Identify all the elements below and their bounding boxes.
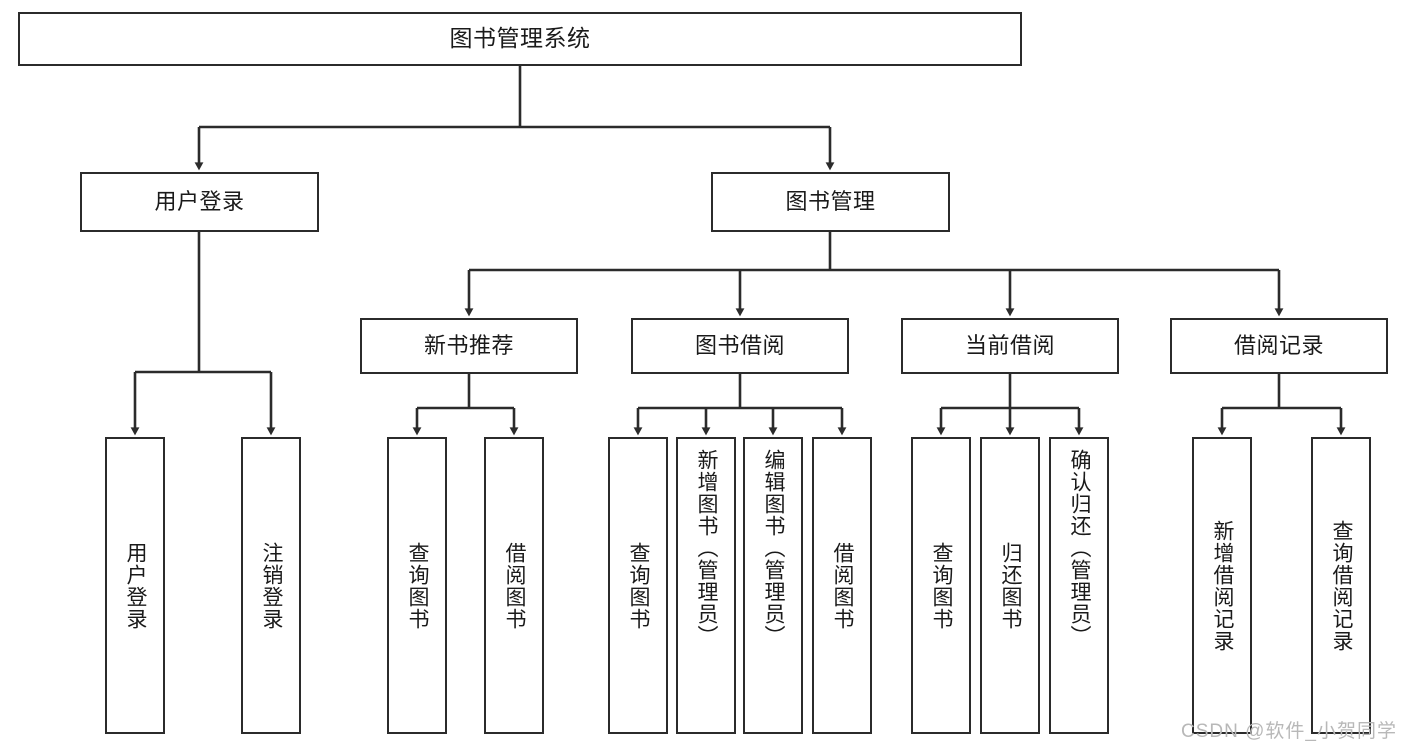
node-label: 注销登录 bbox=[260, 541, 284, 630]
leaf-new-book-query[interactable]: 查询图书 bbox=[387, 437, 447, 734]
node-label: 当前借阅 bbox=[964, 333, 1055, 359]
node-label: 借阅图书 bbox=[503, 541, 527, 630]
node-root-system[interactable]: 图书管理系统 bbox=[18, 12, 1022, 66]
node-label: 借阅记录 bbox=[1233, 333, 1324, 359]
node-book-management[interactable]: 图书管理 bbox=[711, 172, 950, 232]
leaf-borrow-borrow-book[interactable]: 借阅图书 bbox=[812, 437, 872, 734]
node-label: 新书推荐 bbox=[423, 333, 514, 359]
node-label: 新增借阅记录 bbox=[1211, 519, 1235, 652]
node-book-borrow[interactable]: 图书借阅 bbox=[631, 318, 849, 374]
node-label: 归还图书 bbox=[999, 541, 1023, 630]
leaf-borrow-add-book-admin[interactable]: 新增图书（管理员） bbox=[676, 437, 736, 734]
leaf-record-add-record[interactable]: 新增借阅记录 bbox=[1192, 437, 1252, 734]
leaf-new-book-borrow[interactable]: 借阅图书 bbox=[484, 437, 544, 734]
node-label: 用户登录 bbox=[154, 189, 245, 215]
leaf-record-query-record[interactable]: 查询借阅记录 bbox=[1311, 437, 1371, 734]
node-borrow-record[interactable]: 借阅记录 bbox=[1170, 318, 1388, 374]
leaf-borrow-query-book[interactable]: 查询图书 bbox=[608, 437, 668, 734]
node-label: 编辑图书（管理员） bbox=[762, 449, 786, 647]
node-label: 图书借阅 bbox=[694, 333, 785, 359]
node-label: 图书管理系统 bbox=[449, 25, 591, 52]
node-label: 查询图书 bbox=[627, 541, 651, 630]
node-label: 确认归还（管理员） bbox=[1068, 449, 1092, 647]
watermark-text: CSDN @软件_小贺同学 bbox=[1181, 721, 1397, 742]
node-label: 查询图书 bbox=[406, 541, 430, 630]
leaf-current-return-book[interactable]: 归还图书 bbox=[980, 437, 1040, 734]
node-label: 查询借阅记录 bbox=[1330, 519, 1354, 652]
node-label: 用户登录 bbox=[124, 541, 148, 630]
node-user-login[interactable]: 用户登录 bbox=[80, 172, 319, 232]
leaf-current-confirm-return-admin[interactable]: 确认归还（管理员） bbox=[1049, 437, 1109, 734]
node-label: 查询图书 bbox=[930, 541, 954, 630]
leaf-user-login-signin[interactable]: 用户登录 bbox=[105, 437, 165, 734]
node-new-book-recommend[interactable]: 新书推荐 bbox=[360, 318, 578, 374]
leaf-borrow-edit-book-admin[interactable]: 编辑图书（管理员） bbox=[743, 437, 803, 734]
node-label: 图书管理 bbox=[785, 189, 876, 215]
node-label: 借阅图书 bbox=[831, 541, 855, 630]
node-current-borrow[interactable]: 当前借阅 bbox=[901, 318, 1119, 374]
leaf-user-login-signout[interactable]: 注销登录 bbox=[241, 437, 301, 734]
node-label: 新增图书（管理员） bbox=[695, 449, 719, 647]
leaf-current-query-book[interactable]: 查询图书 bbox=[911, 437, 971, 734]
